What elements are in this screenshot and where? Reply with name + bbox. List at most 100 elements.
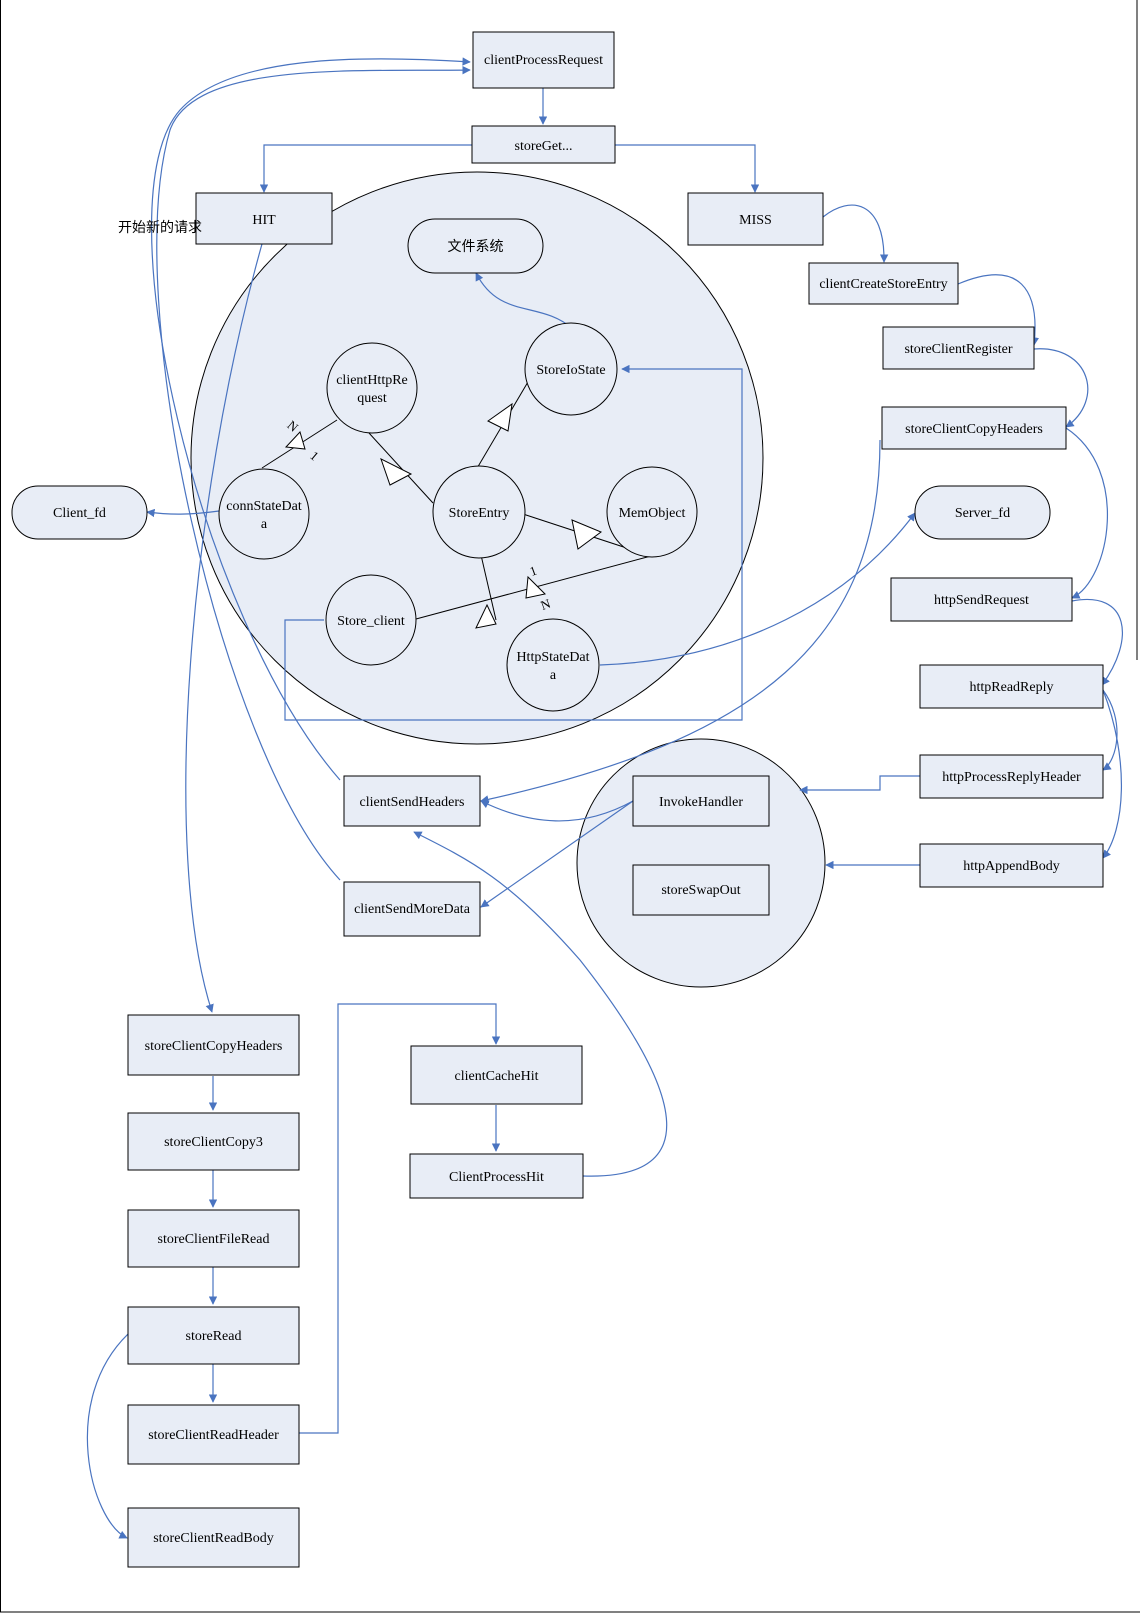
node-http-send-request[interactable]: httpSendRequest — [890, 577, 1073, 622]
assoc-arrowhead-storeentry-storeio — [487, 402, 513, 432]
connector-storeio-filesystem — [475, 272, 574, 330]
node-client-process-request[interactable]: clientProcessRequest — [472, 31, 615, 89]
connector-copyheaders-sendrequest — [1065, 427, 1108, 599]
node-store-client-copy-headers-right-label: storeClientCopyHeaders — [905, 422, 1043, 437]
connector-httpstate-serverfd — [599, 512, 916, 666]
connector-miss-create — [822, 204, 889, 263]
node-store-client[interactable]: Store_client — [325, 574, 417, 666]
assoc-request-storeentry — [368, 432, 434, 504]
node-store-client-register[interactable]: storeClientRegister — [882, 326, 1035, 370]
node-http-process-reply-header[interactable]: httpProcessReplyHeader — [919, 754, 1104, 799]
node-store-client-label: Store_client — [337, 614, 405, 629]
node-client-http-request-label-2: quest — [357, 391, 387, 406]
node-hit-label: HIT — [252, 213, 276, 228]
node-store-get[interactable]: storeGet... — [471, 125, 616, 164]
node-file-system-label: 文件系统 — [448, 239, 504, 255]
connector-sendheaders-newrequest — [150, 57, 471, 781]
node-store-client-read-body-label: storeClientReadBody — [153, 1531, 274, 1546]
node-hit[interactable]: HIT — [195, 192, 333, 245]
node-invoke-handler-label: InvokeHandler — [659, 795, 743, 810]
node-store-client-read-header-label: storeClientReadHeader — [148, 1428, 279, 1443]
node-http-process-reply-header-label: httpProcessReplyHeader — [942, 770, 1081, 785]
node-server-fd-label: Server_fd — [955, 506, 1010, 521]
connector-invoke-moredata — [480, 800, 634, 908]
node-http-append-body[interactable]: httpAppendBody — [919, 843, 1104, 888]
connector-storeread-readbody — [86, 1333, 129, 1539]
node-http-state-data-label-2: a — [550, 668, 557, 683]
node-store-entry-label: StoreEntry — [449, 506, 510, 521]
assoc-arrowhead-request-connstate — [284, 431, 306, 450]
connector-register-copyheaders — [1033, 348, 1089, 428]
node-store-client-file-read-label: storeClientFileRead — [158, 1232, 270, 1247]
node-store-client-copy-headers-left-label: storeClientCopyHeaders — [145, 1039, 283, 1054]
node-store-client-register-label: storeClientRegister — [904, 342, 1012, 357]
connector-invoke-sendheaders — [480, 800, 634, 822]
node-store-swap-out[interactable]: storeSwapOut — [632, 864, 770, 916]
node-client-send-headers-label: clientSendHeaders — [360, 795, 465, 810]
connector-storeget-miss — [615, 144, 760, 193]
node-client-send-more-data-label: clientSendMoreData — [354, 902, 471, 917]
node-store-swap-out-label: storeSwapOut — [661, 883, 740, 898]
node-store-client-read-body[interactable]: storeClientReadBody — [127, 1507, 300, 1568]
connector-processheader-invoke — [799, 775, 920, 795]
node-server-fd[interactable]: Server_fd — [914, 485, 1051, 540]
connector-copyheaders-sendheaders — [480, 439, 881, 804]
node-file-system[interactable]: 文件系统 — [407, 218, 544, 274]
node-client-http-request-label-1: clientHttpRe — [336, 373, 408, 388]
assoc-arrowhead-storeentry-httpstate — [475, 603, 497, 629]
connector-moredata-newrequest — [156, 65, 471, 881]
node-client-http-request[interactable]: clientHttpRe quest — [326, 342, 418, 434]
connector-hit-copyheaders — [185, 243, 263, 1013]
node-http-send-request-label: httpSendRequest — [934, 593, 1029, 608]
node-http-append-body-label: httpAppendBody — [963, 859, 1059, 874]
node-client-cache-hit[interactable]: clientCacheHit — [410, 1045, 583, 1105]
connector-readreply-appendbody — [1102, 689, 1122, 859]
node-store-io-state[interactable]: StoreIoState — [524, 322, 618, 416]
assoc-arrowhead-request-storeentry — [380, 458, 413, 486]
connector-create-register — [957, 274, 1039, 346]
connector-storeget-hit — [259, 144, 472, 193]
connector-processhit-sendheaders — [413, 831, 668, 1177]
node-store-entry[interactable]: StoreEntry — [432, 465, 526, 559]
connector-storeclient-storeio — [284, 364, 743, 721]
node-store-io-state-label: StoreIoState — [536, 363, 605, 378]
node-mem-object[interactable]: MemObject — [606, 466, 698, 558]
node-client-process-hit-label: ClientProcessHit — [449, 1170, 544, 1185]
node-client-create-store-entry[interactable]: clientCreateStoreEntry — [808, 262, 959, 305]
node-mem-object-label: MemObject — [619, 506, 686, 521]
node-store-client-read-header[interactable]: storeClientReadHeader — [127, 1404, 300, 1465]
node-store-client-file-read[interactable]: storeClientFileRead — [127, 1209, 300, 1268]
node-client-fd[interactable]: Client_fd — [11, 485, 148, 540]
multiplicity-store-1: 1 — [528, 563, 539, 579]
assoc-arrowhead-storeentry-memobject — [571, 519, 603, 550]
node-conn-state-data-label-2: a — [261, 517, 268, 532]
node-http-read-reply[interactable]: httpReadReply — [919, 664, 1104, 709]
node-client-send-more-data[interactable]: clientSendMoreData — [343, 881, 481, 937]
node-http-state-data-label-1: HttpStateDat — [516, 650, 589, 665]
node-store-get-label: storeGet... — [515, 139, 573, 154]
node-client-send-headers[interactable]: clientSendHeaders — [343, 775, 481, 827]
connector-readheader-cachehit — [298, 1003, 501, 1434]
connector-connstate-clientfd — [146, 508, 220, 518]
annotation-start-new-request: 开始新的请求 — [118, 220, 202, 236]
node-store-client-copy-headers-left[interactable]: storeClientCopyHeaders — [127, 1014, 300, 1076]
node-store-read-label: storeRead — [186, 1329, 242, 1344]
node-store-client-copy3[interactable]: storeClientCopy3 — [127, 1112, 300, 1171]
node-http-read-reply-label: httpReadReply — [970, 680, 1054, 695]
assoc-storeentry-httpstate — [480, 554, 497, 621]
node-miss[interactable]: MISS — [687, 192, 824, 246]
node-store-client-copy-headers-right[interactable]: storeClientCopyHeaders — [881, 406, 1067, 450]
node-miss-label: MISS — [739, 213, 772, 228]
node-invoke-handler[interactable]: InvokeHandler — [632, 775, 770, 827]
node-client-create-store-entry-label: clientCreateStoreEntry — [819, 277, 947, 292]
assoc-arrowhead-storeclient-memobject — [525, 575, 547, 599]
node-conn-state-data[interactable]: connStateDat a — [218, 468, 310, 560]
node-client-cache-hit-label: clientCacheHit — [455, 1069, 539, 1084]
connector-sendrequest-readreply — [1071, 598, 1123, 686]
node-http-state-data[interactable]: HttpStateDat a — [506, 618, 600, 712]
node-client-fd-label: Client_fd — [53, 506, 106, 521]
node-store-read[interactable]: storeRead — [127, 1306, 300, 1365]
node-conn-state-data-label-1: connStateDat — [226, 499, 302, 514]
node-client-process-hit[interactable]: ClientProcessHit — [409, 1153, 584, 1199]
